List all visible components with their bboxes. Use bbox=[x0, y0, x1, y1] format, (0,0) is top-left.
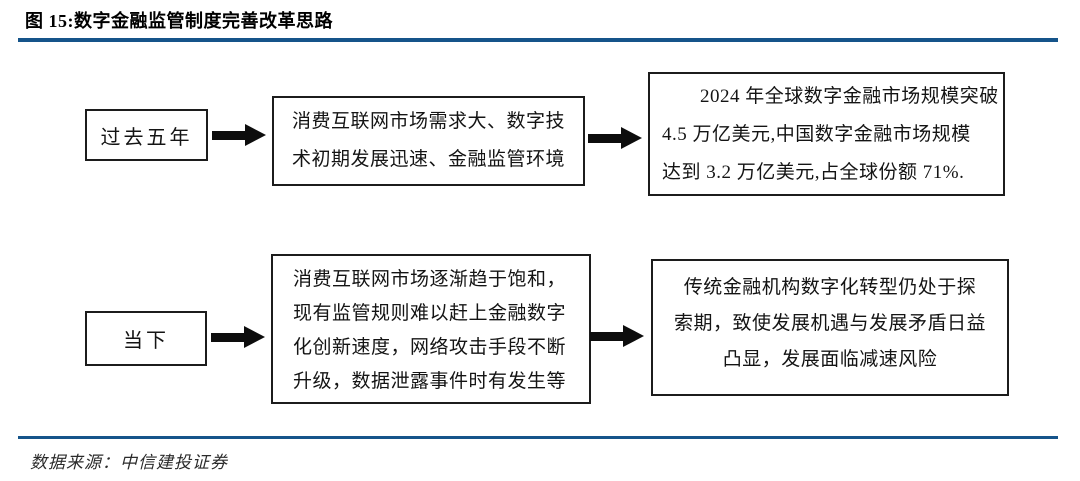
cause-line: 现有监管规则难以赶上金融数字 bbox=[293, 303, 567, 324]
result-line: 传统金融机构数字化转型仍处于探 bbox=[683, 277, 977, 298]
cause-line: 消费互联网市场逐渐趋于饱和， bbox=[293, 269, 567, 290]
bottom-divider-rule bbox=[18, 436, 1058, 439]
cause-box-now: 消费互联网市场逐渐趋于饱和， 现有监管规则难以赶上金融数字 化创新速度，网络攻击… bbox=[271, 254, 591, 404]
cause-line: 升级，数据泄露事件时有发生等 bbox=[293, 371, 567, 392]
result-box-past: 2024 年全球数字金融市场规模突破 4.5 万亿美元,中国数字金融市场规模 达… bbox=[648, 72, 1005, 196]
arrow-right-icon bbox=[588, 127, 642, 149]
stage-label: 当下 bbox=[123, 330, 169, 352]
figure-title: 图 15:数字金融监管制度完善改革思路 bbox=[25, 11, 333, 31]
cause-line: 消费互联网市场需求大、数字技 bbox=[291, 111, 565, 132]
result-box-now: 传统金融机构数字化转型仍处于探 索期，致使发展机遇与发展矛盾日益 凸显，发展面临… bbox=[651, 259, 1009, 396]
result-line: 索期，致使发展机遇与发展矛盾日益 bbox=[673, 313, 986, 334]
result-line: 凸显，发展面临减速风险 bbox=[722, 349, 938, 370]
top-divider-rule bbox=[18, 38, 1058, 42]
result-line: 2024 年全球数字金融市场规模突破 bbox=[700, 86, 999, 107]
arrow-right-icon bbox=[212, 124, 266, 146]
source-note: 数据来源：中信建投证券 bbox=[30, 453, 228, 472]
cause-line: 术初期发展迅速、金融监管环境 bbox=[291, 149, 565, 170]
arrow-right-icon bbox=[590, 325, 644, 347]
result-line: 4.5 万亿美元,中国数字金融市场规模 bbox=[662, 124, 971, 145]
stage-box-now: 当下 bbox=[85, 311, 207, 366]
cause-box-past: 消费互联网市场需求大、数字技 术初期发展迅速、金融监管环境 bbox=[272, 96, 585, 186]
result-line: 达到 3.2 万亿美元,占全球份额 71%. bbox=[662, 162, 965, 183]
stage-box-past-five-years: 过去五年 bbox=[85, 109, 208, 161]
stage-label: 过去五年 bbox=[100, 126, 193, 149]
arrow-right-icon bbox=[211, 326, 265, 348]
cause-line: 化创新速度，网络攻击手段不断 bbox=[293, 337, 567, 358]
